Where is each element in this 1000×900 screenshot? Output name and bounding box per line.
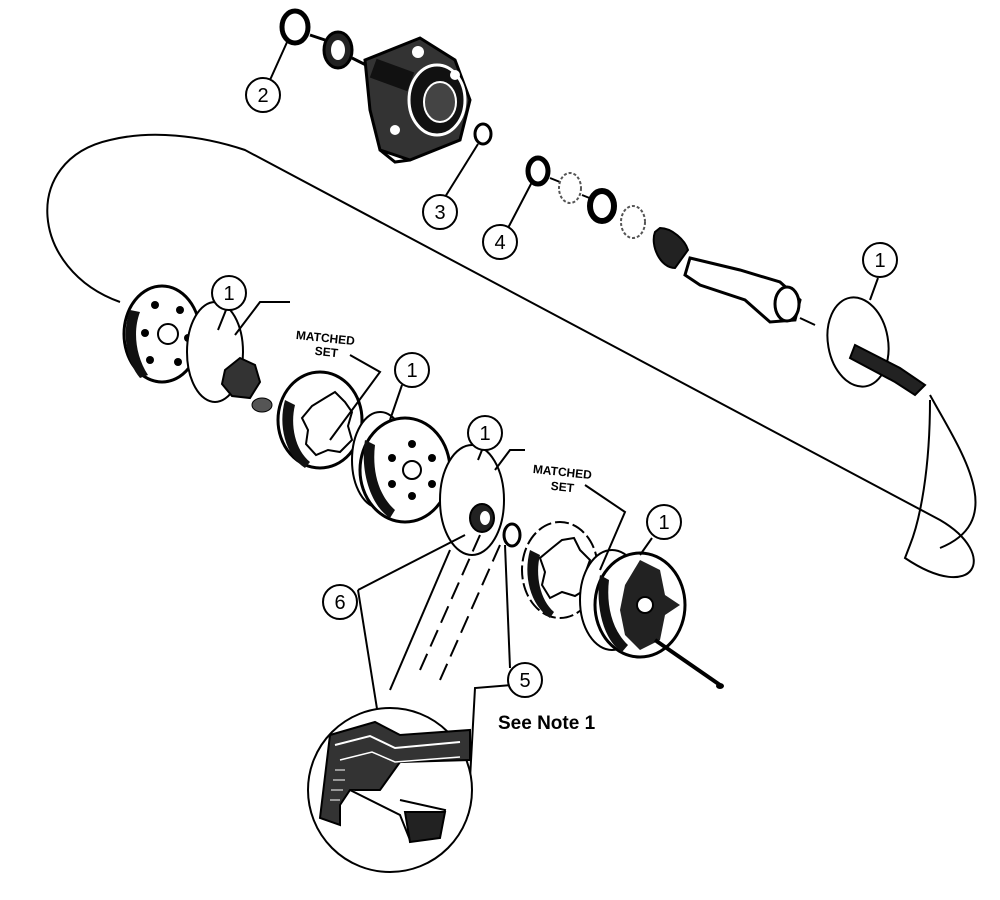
leader-6-down bbox=[357, 589, 379, 716]
leader-1a bbox=[217, 309, 227, 331]
leader-4 bbox=[507, 181, 533, 229]
drive-link bbox=[848, 343, 927, 397]
matched-set-1-bracket-right bbox=[329, 354, 382, 441]
o-ring-3 bbox=[473, 122, 493, 146]
seal-ring-1-mid bbox=[439, 444, 505, 556]
detail-line-c bbox=[439, 544, 501, 681]
assembly-loop-line bbox=[46, 133, 975, 579]
callout-1-mid: 1 bbox=[467, 415, 503, 451]
callout-1-end: 1 bbox=[646, 504, 682, 540]
callout-1-center-label: 1 bbox=[406, 360, 417, 382]
see-note-label: See Note 1 bbox=[498, 713, 596, 734]
leader-5-up bbox=[504, 544, 511, 669]
matched-set-1-label-line2: SET bbox=[314, 344, 339, 360]
gerotor-inner-2 bbox=[538, 536, 592, 600]
seal-ring-2 bbox=[279, 8, 311, 46]
leader-6 bbox=[357, 534, 466, 591]
manifold-plate bbox=[351, 411, 452, 524]
washer-4d bbox=[620, 205, 646, 239]
assembly-bolt bbox=[653, 638, 722, 687]
matched-set-2-label-line2: SET bbox=[550, 479, 575, 495]
top-housing-group bbox=[279, 8, 493, 164]
end-plate-group bbox=[579, 549, 724, 689]
axis-dash bbox=[309, 33, 326, 42]
callout-1-left: 1 bbox=[211, 275, 247, 311]
seal-ring-4c bbox=[587, 188, 617, 224]
assembly-loop-line-right bbox=[929, 394, 977, 549]
callout-2: 2 bbox=[245, 77, 281, 113]
drive-star bbox=[220, 356, 262, 400]
gerotor-inner-1 bbox=[300, 390, 354, 457]
seal-detail-view bbox=[307, 707, 473, 873]
callout-5: 5 bbox=[507, 662, 543, 698]
shaft-seal-group bbox=[525, 155, 816, 326]
matched-set-2-bracket-right bbox=[584, 484, 627, 571]
callout-3: 3 bbox=[422, 194, 458, 230]
callout-1-left-label: 1 bbox=[223, 283, 234, 305]
leader-3 bbox=[444, 143, 479, 198]
matched-set-1-bracket bbox=[234, 301, 290, 336]
detail-line-a bbox=[389, 549, 451, 691]
matched-set-1-label-line1: MATCHED bbox=[295, 328, 356, 348]
callout-6: 6 bbox=[322, 584, 358, 620]
washer-4b bbox=[558, 172, 582, 204]
matched-set-2-bracket bbox=[494, 449, 525, 471]
callout-4-label: 4 bbox=[494, 232, 505, 254]
bearing-shaft bbox=[652, 226, 690, 270]
callout-4: 4 bbox=[482, 224, 518, 260]
callout-1-end-label: 1 bbox=[658, 512, 669, 534]
leader-1b bbox=[389, 384, 403, 421]
gerotor-set-1 bbox=[276, 370, 364, 470]
leader-2 bbox=[269, 39, 289, 81]
seal-ring-4a bbox=[525, 155, 551, 187]
callout-3-label: 3 bbox=[434, 202, 445, 224]
callout-1-right-label: 1 bbox=[874, 250, 885, 272]
o-ring-5 bbox=[502, 522, 522, 548]
callout-6-label: 6 bbox=[334, 592, 345, 614]
leader-1c bbox=[477, 449, 483, 461]
matched-set-2-label-line1: MATCHED bbox=[532, 462, 593, 482]
leader-1d bbox=[639, 537, 653, 556]
callout-1-mid-label: 1 bbox=[479, 423, 490, 445]
end-cap-group bbox=[122, 284, 273, 413]
leader-1e bbox=[869, 277, 879, 301]
callout-1-right: 1 bbox=[862, 242, 898, 278]
callout-1-center: 1 bbox=[394, 352, 430, 388]
callout-2-label: 2 bbox=[257, 85, 268, 107]
callout-5-label: 5 bbox=[519, 670, 530, 692]
